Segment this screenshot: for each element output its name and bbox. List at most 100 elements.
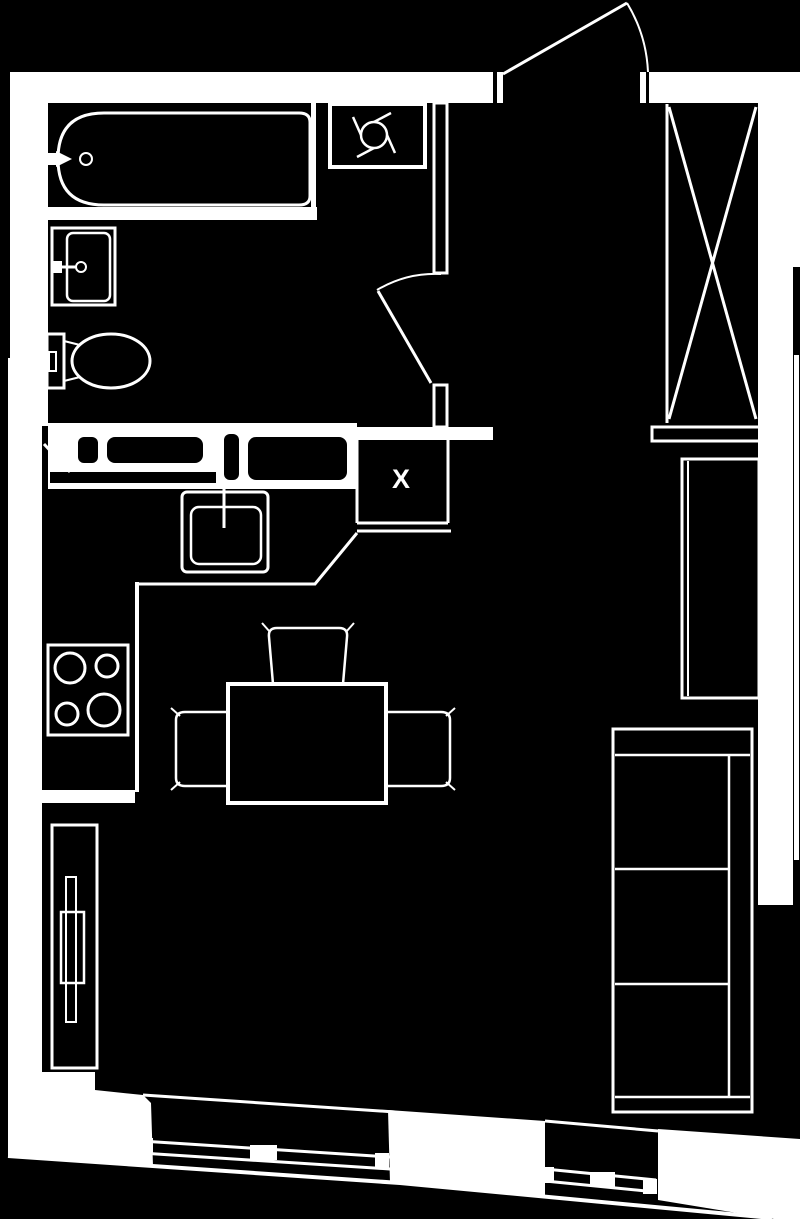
burner-small-tr bbox=[94, 653, 120, 679]
sofa-outline bbox=[611, 727, 754, 1114]
mullion bbox=[590, 1172, 615, 1187]
kitchen-sink bbox=[180, 489, 270, 574]
left-wall-upper bbox=[10, 72, 48, 360]
right-edge-line bbox=[794, 355, 799, 860]
drum-tick-e bbox=[385, 134, 397, 154]
bathroom-west-edge bbox=[42, 358, 48, 426]
building-outer-edge bbox=[7, 1154, 773, 1219]
burner-large-br bbox=[86, 692, 122, 728]
toilet bbox=[45, 332, 152, 390]
bottom-right-wall-mass bbox=[658, 1129, 800, 1219]
entry-jamb-left bbox=[497, 72, 503, 103]
washing-machine bbox=[328, 102, 427, 169]
drum-tick-n bbox=[373, 111, 392, 124]
mullion bbox=[643, 1179, 657, 1194]
glazing-line-b bbox=[140, 1151, 391, 1171]
sink-basin bbox=[189, 505, 263, 566]
burner-small-bl bbox=[54, 701, 80, 727]
bathroom-door bbox=[376, 272, 442, 384]
kitchen-divider-vertical bbox=[135, 582, 139, 792]
chair-nub bbox=[445, 707, 456, 717]
chair-outline bbox=[267, 626, 349, 685]
chair-nub bbox=[261, 622, 271, 633]
tub-drain-icon bbox=[79, 152, 93, 166]
bottom-left-wall-mass bbox=[8, 1046, 153, 1166]
drum-tick-w bbox=[351, 116, 363, 136]
shaft-box: X bbox=[355, 440, 451, 533]
radiator-niche bbox=[50, 823, 99, 1070]
entry-door-leaf bbox=[502, 1, 628, 76]
stove bbox=[46, 643, 130, 737]
toilet-tank bbox=[45, 332, 66, 390]
chair-nub bbox=[445, 781, 456, 791]
drum-tick-s bbox=[356, 146, 375, 159]
counter-angled-end bbox=[42, 442, 72, 474]
right-wall bbox=[758, 72, 793, 905]
kitchen-floor-boundary bbox=[137, 532, 359, 586]
chair-nub bbox=[170, 781, 181, 791]
dining-table bbox=[226, 682, 388, 805]
left-wall-lower bbox=[8, 358, 42, 1092]
window-section-2 bbox=[542, 1167, 657, 1194]
chair-nub bbox=[170, 707, 181, 717]
tub-divider-vertical bbox=[311, 103, 316, 213]
bathroom-door-leaf bbox=[376, 290, 433, 384]
cabinet-front-3 bbox=[224, 434, 239, 480]
washbasin bbox=[50, 226, 117, 307]
entry-door-swing-arc bbox=[626, 2, 649, 73]
mullion bbox=[375, 1153, 389, 1168]
cabinet-front-4 bbox=[248, 437, 347, 480]
sofa bbox=[611, 727, 754, 1114]
radiator bbox=[50, 823, 99, 1070]
chair-nub bbox=[345, 622, 355, 633]
wardrobe-bottom-rail bbox=[650, 425, 764, 443]
bathroom-door-swing-arc bbox=[376, 272, 442, 291]
window-wall bbox=[7, 1093, 773, 1219]
toilet-bowl bbox=[70, 332, 152, 390]
hall-wall bbox=[357, 427, 493, 440]
bathtub bbox=[46, 111, 312, 207]
tub-faucet-icon bbox=[46, 153, 56, 165]
tub-faucet-spout-icon bbox=[56, 151, 72, 167]
toilet-flush-button bbox=[48, 351, 57, 372]
tub-divider-horizontal bbox=[48, 207, 317, 220]
walls bbox=[8, 72, 800, 1219]
right-wall-corner bbox=[793, 72, 800, 267]
chair-outline bbox=[174, 710, 228, 788]
entry-door bbox=[502, 1, 649, 76]
partition-stub bbox=[432, 383, 449, 429]
chair-right bbox=[386, 707, 456, 791]
window-pier bbox=[388, 1110, 545, 1196]
kitchen-counter bbox=[42, 423, 357, 489]
radiator-middle-box bbox=[59, 910, 86, 985]
dining-set bbox=[170, 622, 456, 805]
toilet-joint-top bbox=[63, 340, 81, 346]
desk bbox=[680, 457, 761, 700]
toilet-joint-bottom bbox=[63, 376, 81, 382]
wardrobe-cross-diagonal-2 bbox=[667, 106, 758, 420]
top-wall-left bbox=[10, 72, 493, 103]
stove-outline bbox=[46, 643, 130, 737]
wardrobe bbox=[650, 104, 764, 443]
chair-left bbox=[170, 707, 228, 791]
counter-gap bbox=[50, 472, 216, 483]
bathtub-outline bbox=[56, 111, 312, 207]
window-inner-edge-1 bbox=[142, 1093, 396, 1114]
shaft-label: X bbox=[392, 464, 410, 494]
burner-large-tl bbox=[53, 651, 87, 685]
chair-top bbox=[261, 622, 355, 685]
basin-faucet-icon bbox=[53, 261, 62, 273]
mullion bbox=[138, 1138, 153, 1155]
window-section-1 bbox=[138, 1138, 391, 1171]
washbasin-outline bbox=[50, 226, 117, 307]
cabinet-front-1 bbox=[78, 437, 98, 463]
mullion bbox=[542, 1167, 554, 1183]
window-inner-edge-2 bbox=[544, 1119, 659, 1133]
chair-outline bbox=[386, 710, 452, 788]
mullion bbox=[250, 1145, 277, 1160]
kitchen-divider-horizontal bbox=[42, 790, 135, 803]
cabinet-front-2 bbox=[107, 437, 203, 463]
